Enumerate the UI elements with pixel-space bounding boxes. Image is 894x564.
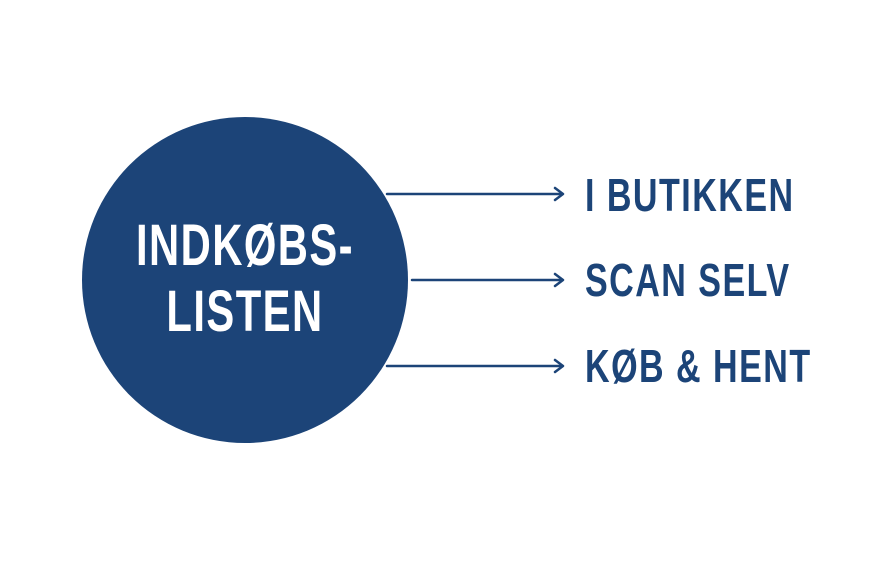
branch-label-i-butikken: I BUTIKKEN: [585, 169, 795, 221]
branch-label-koeb-hent: KØB & HENT: [585, 340, 812, 392]
arrow-i-butikken: [385, 186, 565, 202]
branch-label-scan-selv: SCAN SELV: [585, 254, 791, 306]
arrow-koeb-hent: [385, 358, 565, 374]
center-circle: INDKØBS- LISTEN: [82, 117, 408, 443]
center-title-line1: INDKØBS-: [135, 213, 355, 278]
center-title-line2: LISTEN: [166, 279, 324, 344]
arrow-scan-selv: [410, 272, 565, 288]
